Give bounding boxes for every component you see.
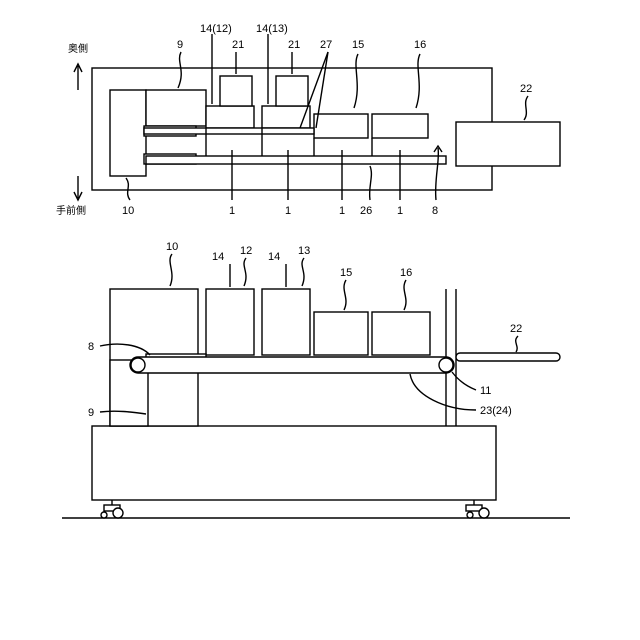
side-view: 10 14 12 14 13 15 16 22 8 9 11 23(24) bbox=[62, 241, 570, 518]
side-module-15 bbox=[314, 312, 368, 355]
top-label-15: 15 bbox=[352, 39, 364, 51]
side-label-14-b: 14 bbox=[268, 251, 280, 263]
side-leader-15 bbox=[344, 280, 346, 310]
side-label-23-24: 23(24) bbox=[480, 405, 512, 417]
side-label-9: 9 bbox=[88, 407, 94, 419]
side-leader-22 bbox=[516, 336, 518, 352]
side-module-14-12 bbox=[206, 289, 254, 355]
top-module-21-a bbox=[220, 76, 252, 106]
top-label-1-a: 1 bbox=[229, 205, 235, 217]
top-view: 奥側 手前側 9 14(12) 21 14(13) 21 27 15 16 22… bbox=[56, 23, 560, 217]
top-label-16: 16 bbox=[414, 39, 426, 51]
side-label-13: 13 bbox=[298, 245, 310, 257]
caster-right-icon bbox=[466, 500, 489, 518]
top-label-1-c: 1 bbox=[339, 205, 345, 217]
side-roller-left bbox=[131, 358, 145, 372]
top-module-22 bbox=[456, 122, 560, 166]
top-module-14-12 bbox=[206, 106, 254, 128]
side-module-16 bbox=[372, 312, 430, 355]
side-label-8: 8 bbox=[88, 341, 94, 353]
top-label-9: 9 bbox=[177, 39, 183, 51]
side-leader-10 bbox=[170, 254, 172, 286]
top-conveyor-8 bbox=[146, 156, 446, 164]
side-module-14-13 bbox=[262, 289, 310, 355]
side-label-12: 12 bbox=[240, 245, 252, 257]
side-label-11: 11 bbox=[480, 385, 491, 397]
side-leader-12 bbox=[244, 258, 246, 286]
top-label-1-d: 1 bbox=[397, 205, 403, 217]
side-roller-11 bbox=[439, 358, 453, 372]
top-label-14-13: 14(13) bbox=[256, 23, 288, 35]
top-label-21-a: 21 bbox=[232, 39, 244, 51]
caster-left-icon bbox=[101, 500, 123, 518]
top-label-8: 8 bbox=[432, 205, 438, 217]
top-label-21-b: 21 bbox=[288, 39, 300, 51]
side-module-22 bbox=[456, 353, 560, 361]
dir-back-label: 奥側 bbox=[68, 42, 88, 55]
dir-front-label: 手前側 bbox=[56, 204, 86, 217]
side-leader-23-24 bbox=[410, 374, 476, 410]
side-label-14-a: 14 bbox=[212, 251, 224, 263]
top-label-1-b: 1 bbox=[285, 205, 291, 217]
side-label-15: 15 bbox=[340, 267, 352, 279]
top-unit-9 bbox=[146, 90, 206, 126]
top-unit-10 bbox=[110, 90, 146, 176]
side-label-22: 22 bbox=[510, 323, 522, 335]
side-label-10: 10 bbox=[166, 241, 178, 253]
side-label-16: 16 bbox=[400, 267, 412, 279]
top-label-27: 27 bbox=[320, 39, 332, 51]
top-module-14-13 bbox=[262, 106, 310, 128]
side-leader-16 bbox=[404, 280, 406, 310]
top-label-10: 10 bbox=[122, 205, 134, 217]
top-module-21-b bbox=[276, 76, 308, 106]
leader-22 bbox=[524, 96, 528, 120]
top-module-15 bbox=[314, 114, 368, 138]
side-conveyor-23-24 bbox=[130, 357, 454, 373]
top-guide-27 bbox=[144, 128, 314, 134]
side-leader-13 bbox=[302, 258, 304, 286]
side-base-cabinet bbox=[92, 426, 496, 500]
top-label-26: 26 bbox=[360, 205, 372, 217]
top-label-14-12: 14(12) bbox=[200, 23, 232, 35]
top-label-22: 22 bbox=[520, 83, 532, 95]
top-module-16 bbox=[372, 114, 428, 138]
